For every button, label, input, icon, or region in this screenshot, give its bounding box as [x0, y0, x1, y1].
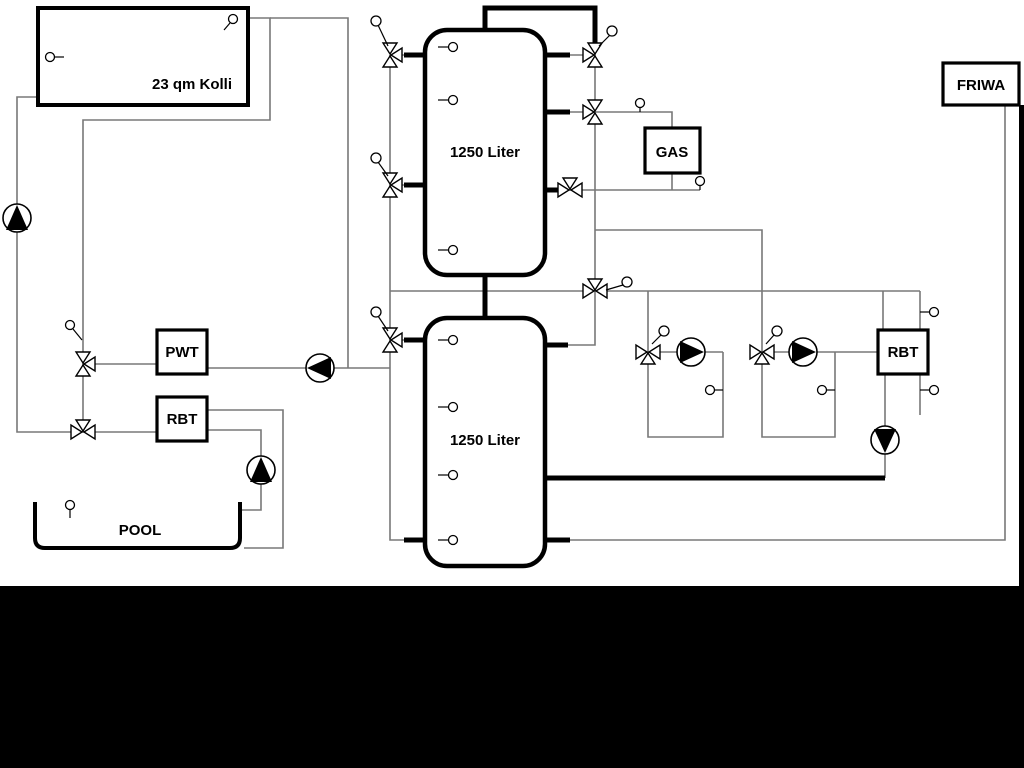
pump-heating-circuit1-icon: [676, 337, 706, 367]
sensor-circuit2-return-icon: [816, 384, 835, 396]
pipe-friwa-cold: [570, 105, 1006, 541]
pipe-top-heavy-run: [482, 5, 598, 47]
gas-boiler-label: GAS: [656, 144, 689, 161]
valve-circuit1-mixer-icon: [635, 343, 661, 365]
pwt-label: PWT: [165, 344, 198, 361]
valve-tank1-top-left-icon: [381, 42, 403, 68]
valve-gas-return-icon: [557, 177, 583, 199]
actuator-circuit2-icon: [765, 325, 783, 345]
actuator-valve3-icon: [370, 306, 389, 332]
pump-solar-pwt-icon: [305, 353, 335, 383]
sensor-gas-supply-icon: [634, 97, 646, 112]
sensor-tank2-3-icon: [438, 469, 459, 481]
gas-boiler-box: [643, 126, 702, 175]
sensor-dhw-bottom-icon: [920, 384, 940, 396]
tank-top-label: 1250 Liter: [450, 144, 520, 161]
pool-label: POOL: [119, 522, 162, 539]
valve-pwt-circuit-icon: [74, 351, 96, 377]
actuator-valve1-icon: [370, 15, 389, 47]
friwa-station-box: [941, 61, 1021, 107]
valves: [70, 42, 775, 441]
sensor-collector-top-icon: [223, 13, 239, 31]
actuator-circuit1-icon: [651, 325, 670, 345]
pipe-gas-supply: [595, 111, 673, 128]
valve-tank1-top-right-icon: [582, 42, 604, 68]
pipe-pool-flow: [207, 409, 284, 549]
tank-stubs: [404, 52, 570, 543]
valve-actuators: [370, 15, 783, 345]
actuator-distribution-icon: [605, 276, 633, 291]
sensor-tank1-2-icon: [438, 94, 459, 106]
valve-distribution-icon: [582, 278, 608, 300]
friwa-label: FRIWA: [957, 77, 1005, 94]
pipe-right-tank-header: [546, 47, 596, 346]
sensor-dhw-top-icon: [920, 306, 940, 318]
pipe-collector-return-left: [16, 96, 157, 433]
pipe-left-tank-header: [389, 55, 426, 541]
sensor-tank2-1-icon: [438, 334, 459, 346]
rbt-pool-exchanger-box: [155, 395, 209, 443]
right-edge-bar: [1019, 105, 1024, 586]
rbt-dhw-label: RBT: [888, 344, 919, 361]
sensor-pool-icon: [64, 499, 76, 518]
valve-circuit2-mixer-icon: [749, 343, 775, 365]
pumps: [2, 203, 900, 485]
pipe-collector-supply-right: [82, 17, 271, 432]
buffer-tank-bottom: [422, 315, 548, 569]
pipe-branch2-bypass: [761, 352, 836, 438]
valve-gas-supply-icon: [582, 99, 604, 125]
sensor-tank2-4-icon: [438, 534, 459, 546]
solar-collector-box: [36, 6, 250, 107]
pwt-heat-exchanger-box: [155, 328, 209, 376]
sensor-tank2-2-icon: [438, 401, 459, 413]
sensor-circuit1-return-icon: [704, 384, 723, 396]
valve-tank2-left-icon: [381, 327, 403, 353]
pump-heating-circuit2-icon: [788, 337, 818, 367]
pump-dhw-icon: [870, 425, 900, 455]
pipe-branch1-bypass: [647, 352, 724, 438]
pump-collector-icon: [2, 203, 32, 233]
pump-pool-icon: [246, 455, 276, 485]
sensors: [44, 13, 940, 546]
collector-label: 23 qm Kolli: [152, 76, 232, 93]
tank-bottom-label: 1250 Liter: [450, 432, 520, 449]
labels: 23 qm Kolli 1250 Liter 1250 Liter GAS FR…: [119, 76, 1006, 539]
sensor-gas-return-icon: [694, 175, 706, 190]
sensor-tank1-3-icon: [438, 244, 459, 256]
pool-basin: [33, 502, 242, 550]
valve-tank1-mid-left-icon: [381, 172, 403, 198]
valve-pool-circuit-icon: [70, 419, 96, 441]
sensor-pwt-line-icon: [64, 319, 83, 341]
heavy-pipes: [482, 5, 885, 481]
rbt-pool-label: RBT: [167, 411, 198, 428]
sensor-tank1-1-icon: [438, 41, 459, 53]
buffer-tank-top: [422, 27, 548, 278]
pipe-distribution-upper: [595, 229, 763, 352]
rbt-dhw-exchanger-box: [876, 328, 930, 376]
pipe-solar-to-pwt: [270, 17, 349, 368]
actuator-valve2-icon: [370, 152, 389, 177]
sensor-collector-left-icon: [44, 51, 64, 63]
bottom-letterbox: [0, 586, 1024, 768]
actuator-valve4-icon: [598, 25, 618, 47]
